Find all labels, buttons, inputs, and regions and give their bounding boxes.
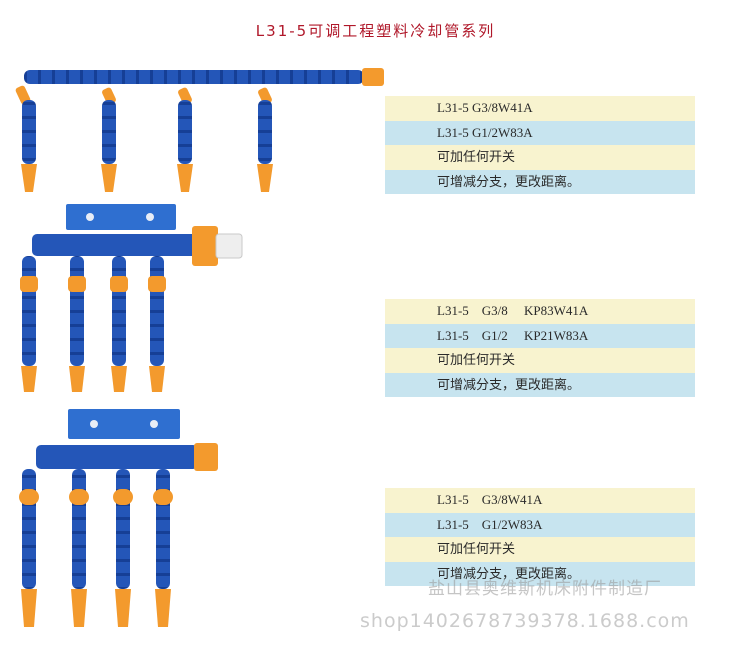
spec-row-branch-note: 可增减分支，更改距离。 (385, 169, 695, 194)
spec-row-model-g38: L31-5 G3/8W41A (385, 96, 695, 121)
spec-row-model-g12: L31-5 G1/2W83A (385, 512, 695, 537)
spec-table-2: L31-5 G3/8 KP83W41A L31-5 G1/2 KP21W83A … (385, 299, 695, 397)
spec-row-model-g38: L31-5 G3/8W41A (385, 488, 695, 513)
page-title: L31-5可调工程塑料冷却管系列 (255, 22, 496, 40)
product-image-manifold-valve (10, 198, 260, 398)
spec-row-model-g12: L31-5 G1/2W83A (385, 120, 695, 145)
spec-row-branch-note: 可增减分支，更改距离。 (385, 561, 695, 586)
watermark-url: shop1402678739378.1688.com (360, 610, 690, 632)
spec-row-switch-note: 可加任何开关 (385, 537, 695, 562)
spec-table-3: L31-5 G3/8W41A L31-5 G1/2W83A 可加任何开关 可增减… (385, 488, 695, 586)
spec-row-switch-note: 可加任何开关 (385, 348, 695, 373)
spec-row-branch-note: 可增减分支，更改距离。 (385, 372, 695, 397)
spec-row-switch-note: 可加任何开关 (385, 145, 695, 170)
spec-table-1: L31-5 G3/8W41A L31-5 G1/2W83A 可加任何开关 可增减… (385, 96, 695, 194)
product-image-manifold-threaded (10, 405, 240, 635)
spec-row-model-g38: L31-5 G3/8 KP83W41A (385, 299, 695, 324)
product-image-manifold-horizontal (10, 60, 400, 200)
spec-row-model-g12: L31-5 G1/2 KP21W83A (385, 323, 695, 348)
watermark-company: 盐山县奥维斯机床附件制造厂 (428, 579, 662, 599)
